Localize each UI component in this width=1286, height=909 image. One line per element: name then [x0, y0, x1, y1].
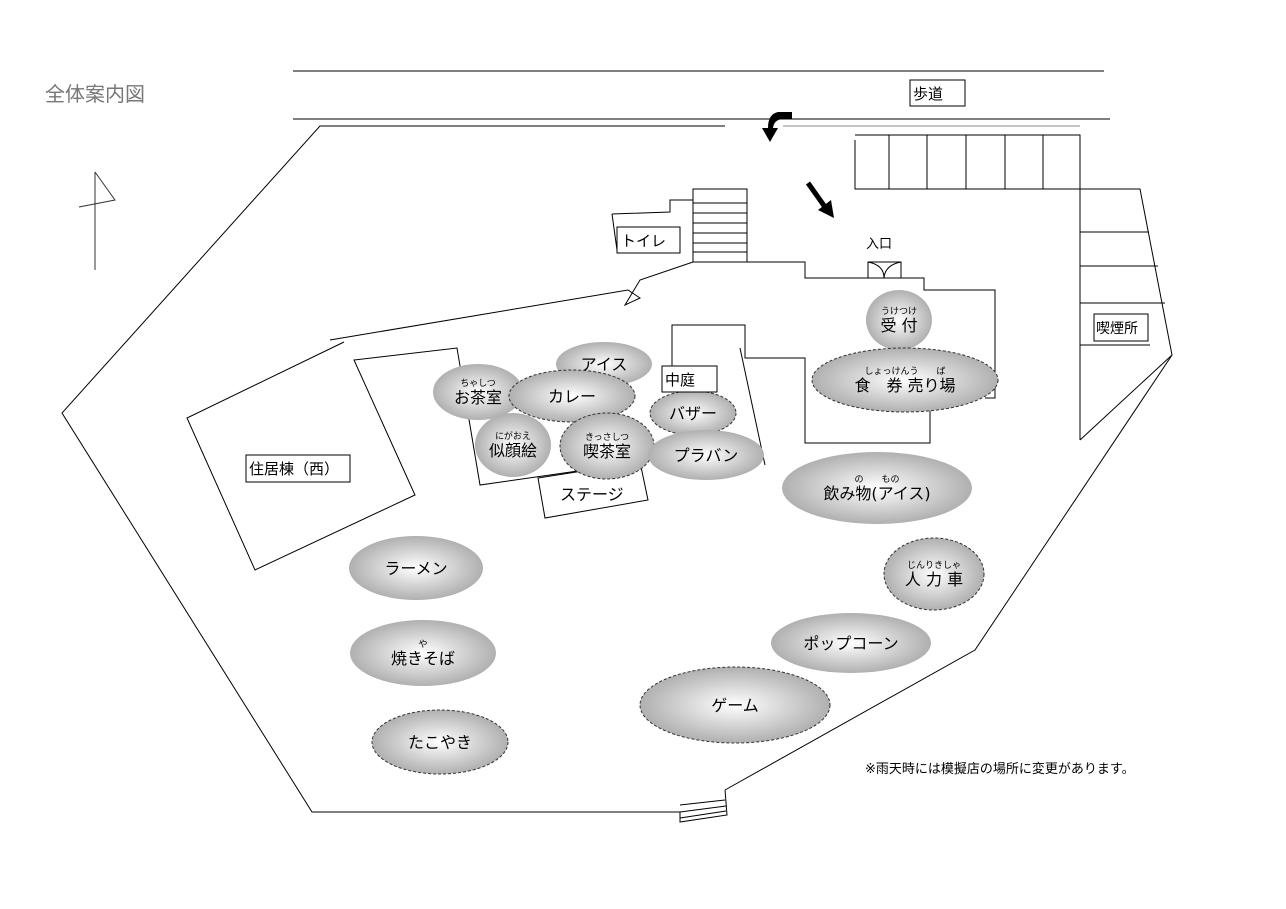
booth-ruby: や — [418, 639, 427, 650]
booth-label: ポップコーン — [803, 634, 898, 653]
booth-label: バザー — [669, 404, 717, 423]
door-swing-icon — [867, 261, 902, 279]
courtyard-wall — [739, 347, 766, 466]
smoking-area-box — [1093, 313, 1149, 342]
toilet-box — [616, 226, 681, 254]
booth-12: ポップコーン — [771, 613, 931, 673]
booth-label: 飲み物(アイス) — [823, 484, 930, 503]
site-boundary — [61, 125, 725, 813]
booth-ellipse — [371, 709, 509, 775]
booth-ruby: にがおえ — [495, 430, 531, 442]
booth-5: バザー — [649, 390, 737, 436]
entrance-label: 入口 — [866, 237, 892, 252]
courtyard-label: 中庭 — [665, 371, 695, 389]
sidewalk-box — [909, 79, 966, 107]
smoking-area-label: 喫煙所 — [1096, 321, 1138, 337]
booth-ruby: ちゃしつ — [460, 378, 495, 389]
booth-ruby: の もの — [854, 474, 899, 485]
bottom-stair-steps — [679, 799, 727, 819]
booth-label: お茶室 — [454, 388, 502, 407]
down-arrow-icon — [805, 181, 834, 218]
booth-label: プラバン — [674, 446, 739, 465]
booth-8: プラバン — [648, 430, 764, 480]
stage-label: ステージ — [560, 485, 624, 504]
rain-note: ※雨天時には模擬店の場所に変更があります。 — [865, 761, 1135, 777]
booth-label: 人 力 車 — [905, 570, 963, 589]
booth-15: たこやき — [371, 709, 509, 775]
booths: うけつけ受 付しょっけんう ば食 券 売り場アイスちゃしつお茶室カレーバザーにが… — [349, 290, 999, 775]
booth-ellipse — [475, 413, 551, 477]
booth-ruby: じんりきしゃ — [907, 560, 961, 571]
right-zone-edge — [1079, 354, 1173, 441]
booth-ruby: きっさしつ — [585, 432, 629, 443]
booth-14: ゲーム — [639, 666, 831, 744]
courtyard-box — [661, 365, 718, 393]
residence-building — [186, 341, 641, 571]
stairs — [692, 188, 748, 263]
booth-ellipse — [433, 364, 523, 420]
booth-label: ゲーム — [711, 696, 759, 715]
residence-label: 住居棟（西） — [249, 460, 339, 478]
booth-label: 受 付 — [880, 316, 917, 335]
booth-1: しょっけんう ば食 券 売り場 — [811, 347, 999, 413]
booth-ellipse — [782, 452, 972, 524]
booth-ellipse — [508, 369, 636, 423]
booth-label: カレー — [548, 387, 596, 406]
booth-label: アイス — [581, 355, 628, 374]
curved-arrow-icon — [762, 112, 792, 142]
booth-ellipse — [648, 430, 764, 480]
toilet-wall — [611, 213, 618, 251]
sidewalk-label: 歩道 — [913, 85, 943, 103]
booth-ruby: しょっけんう ば — [864, 366, 945, 377]
booth-ellipse — [883, 537, 985, 611]
booth-ellipse — [349, 536, 483, 600]
booth-label: 食 券 売り場 — [854, 376, 955, 395]
toilet-building — [611, 199, 693, 215]
courtyard-structure — [671, 324, 931, 444]
booth-label: たこやき — [408, 733, 472, 752]
bottom-stairs — [679, 789, 728, 823]
booth-4: カレー — [508, 369, 636, 423]
residence-box — [245, 454, 351, 483]
booth-label: 似顔絵 — [489, 441, 537, 460]
booth-ellipse — [639, 666, 831, 744]
stair-steps — [693, 202, 747, 253]
toilet-label: トイレ — [621, 232, 666, 250]
booth-ellipse — [811, 347, 999, 413]
booth-11: ラーメン — [349, 536, 483, 600]
booth-ellipse — [350, 620, 496, 686]
north-wall — [329, 261, 694, 341]
map-title: 全体案内図 — [45, 82, 145, 106]
booth-ellipse — [866, 290, 932, 350]
north-arrow-icon — [78, 171, 116, 270]
booth-label: 喫茶室 — [583, 442, 631, 461]
booth-ruby: うけつけ — [881, 306, 917, 317]
booth-label: 焼きそば — [391, 649, 455, 668]
booth-ellipse — [771, 613, 931, 673]
booth-label: ラーメン — [384, 559, 447, 578]
